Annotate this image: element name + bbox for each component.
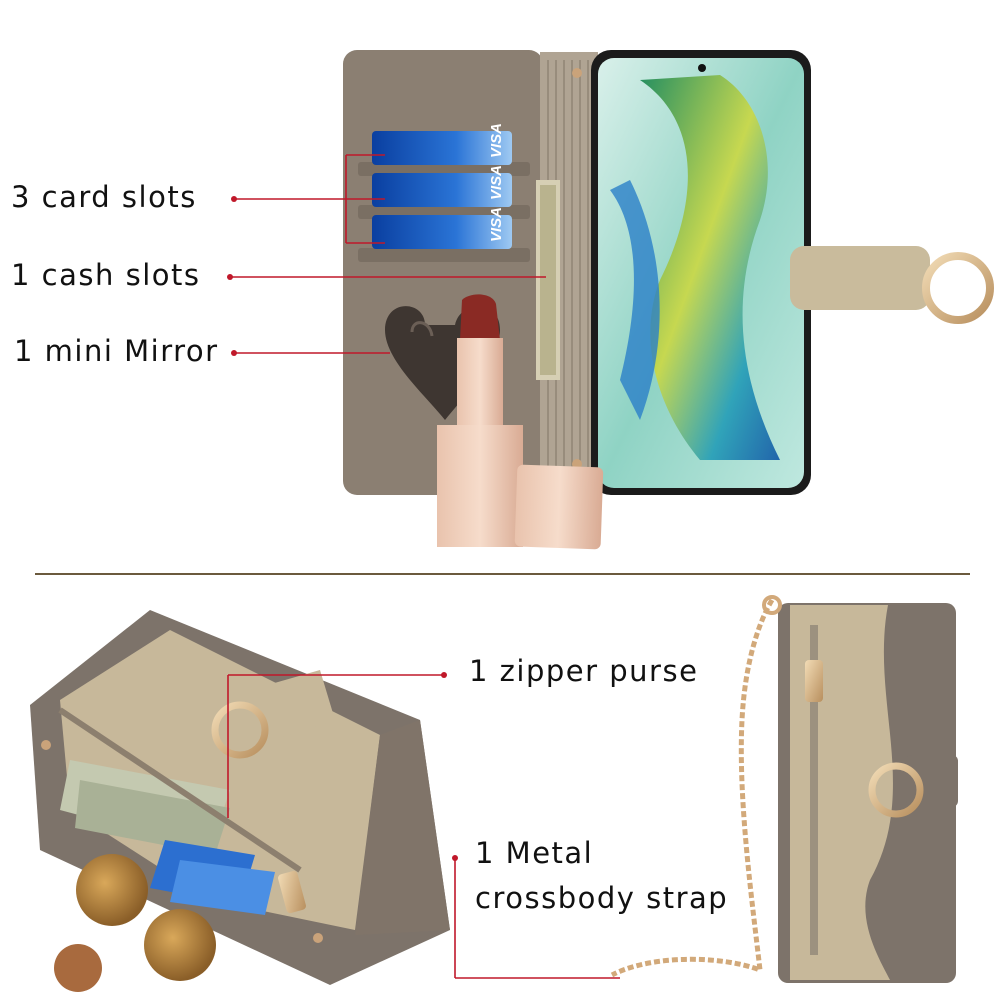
cash-slots-label: 1 cash slots (11, 258, 201, 292)
strap-label-line1: 1 Metal (475, 836, 594, 870)
card-2: VISA (372, 165, 512, 207)
strap-label-line2: crossbody strap (475, 881, 729, 915)
metal-chain (610, 598, 775, 978)
callout-lines (227, 154, 620, 979)
coin (144, 909, 216, 981)
coin (76, 854, 148, 926)
section-divider (35, 573, 970, 575)
ring-icon (868, 762, 924, 818)
svg-text:VISA: VISA (488, 165, 505, 200)
mirror-label: 1 mini Mirror (14, 334, 219, 368)
svg-text:VISA: VISA (488, 207, 505, 242)
phone (591, 50, 811, 495)
ring-icon (211, 701, 269, 759)
lipstick (437, 294, 604, 550)
card-slots-label: 3 card slots (11, 180, 197, 214)
zipper-purse-label: 1 zipper purse (469, 654, 699, 688)
card-3: VISA (372, 207, 512, 249)
standing-wallet (610, 595, 958, 983)
svg-text:VISA: VISA (488, 123, 505, 158)
open-wallet-case: VISA VISA VISA (343, 50, 994, 550)
callout-dots (227, 196, 458, 861)
card-1: VISA (372, 123, 512, 165)
strap-tab (790, 246, 930, 310)
ring-icon (922, 252, 994, 324)
closed-wallet-angled (30, 610, 450, 992)
coin (54, 944, 102, 992)
